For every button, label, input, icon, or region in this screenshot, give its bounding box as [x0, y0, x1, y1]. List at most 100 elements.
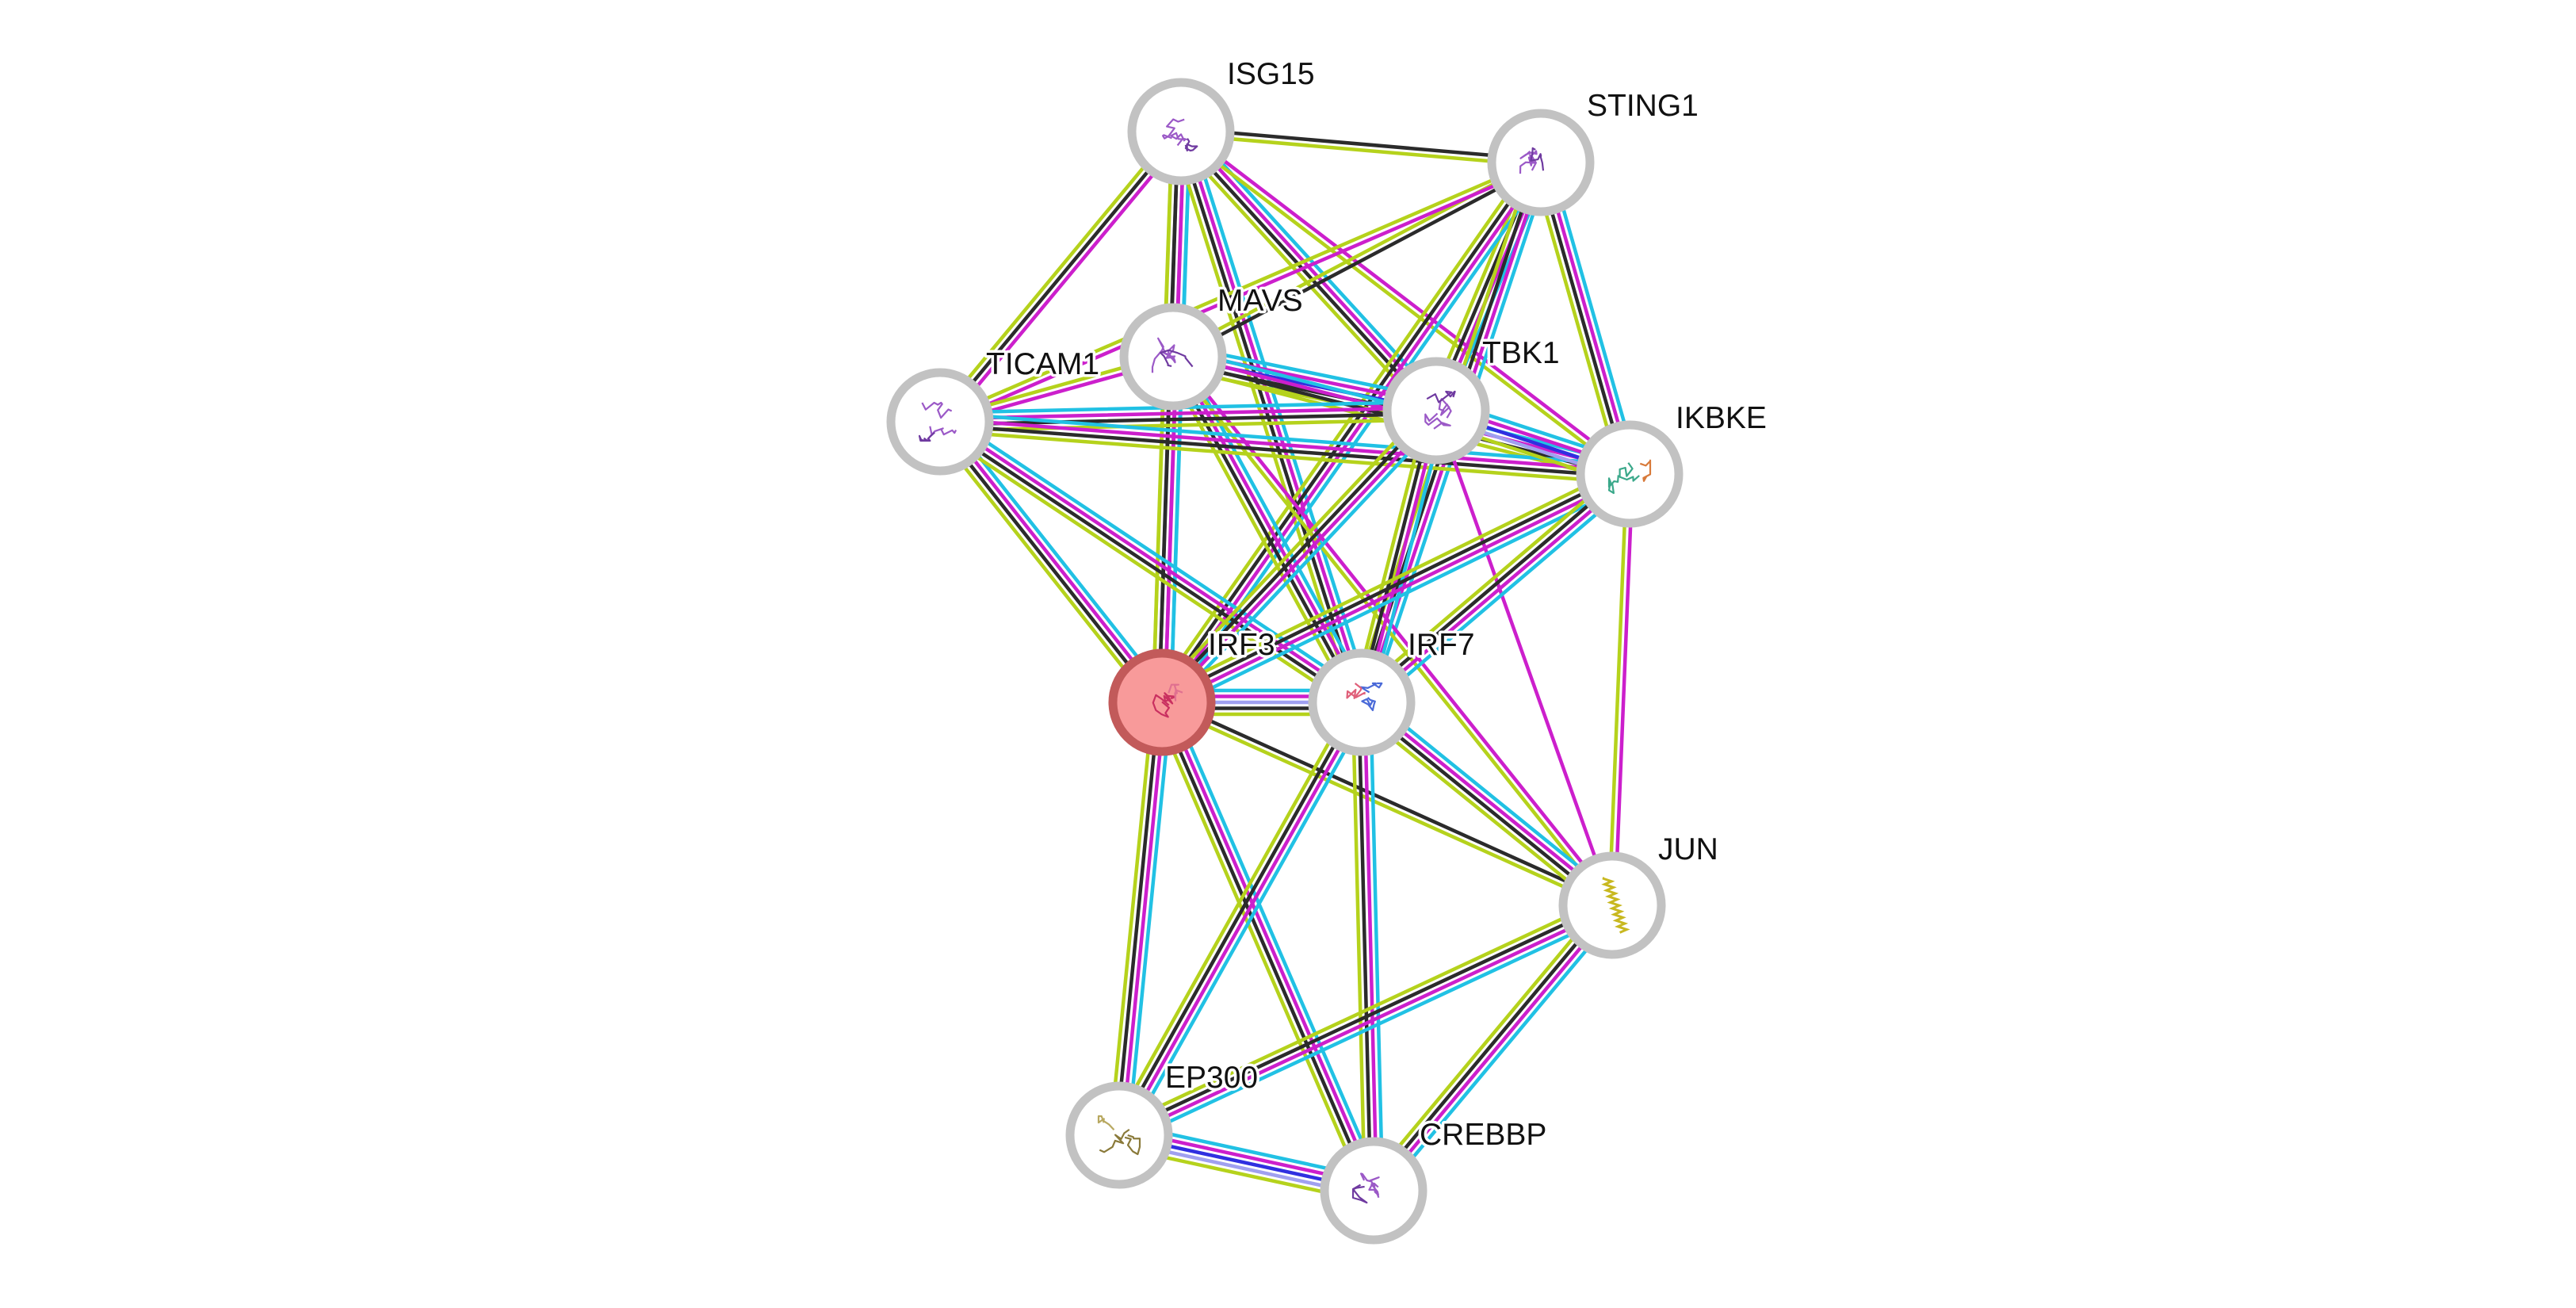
edge-coexpression-line [1157, 159, 1541, 703]
edge-textmining-line [1159, 703, 1613, 910]
edge-sting1-irf3[interactable] [1152, 155, 1550, 709]
edge-experiments-line [939, 417, 1366, 702]
edge-ikbke-jun[interactable] [1607, 472, 1634, 908]
protein-structure-purple-icon [1351, 1172, 1380, 1204]
edge-coexpression-line [1158, 407, 1436, 702]
node-circle [1320, 1137, 1428, 1245]
node-sting1[interactable] [1487, 109, 1595, 216]
edge-coexpression-line [1157, 702, 1373, 1194]
edge-textmining-line [1152, 155, 1536, 699]
node-ep300[interactable] [1065, 1081, 1173, 1189]
edge-sting1-ticam1[interactable] [937, 158, 1544, 426]
node-circle [1487, 109, 1595, 216]
edge-textmining-line [1179, 132, 1542, 167]
edge-experiments-line [938, 406, 1439, 421]
edge-experiments-line [1162, 162, 1546, 706]
edge-textmining-line [1177, 132, 1630, 479]
edge-irf7-jun[interactable] [1354, 694, 1620, 914]
edge-experiments-line [1181, 127, 1634, 474]
edge-isg15-ticam1[interactable] [933, 125, 1188, 428]
edge-coexpression-line [1168, 356, 1361, 706]
edge-experiments-line [1163, 699, 1378, 1191]
node-ikbke[interactable] [1576, 420, 1684, 528]
edge-sting1-ikbke[interactable] [1530, 158, 1641, 479]
edge-textmining-line [933, 125, 1179, 420]
protein-structure-purple-icon [1162, 118, 1198, 152]
node-label-ticam1: TICAM1 [986, 347, 1099, 381]
node-irf7[interactable] [1308, 648, 1416, 756]
edge-experiments-line [1120, 701, 1167, 1138]
node-ticam1[interactable] [886, 368, 994, 476]
node-label-jun: JUN [1658, 832, 1718, 866]
edge-coexpression-line [938, 129, 1183, 424]
edge-coexpression-line [1114, 698, 1361, 1136]
edge-experiments-line [1118, 906, 1615, 1140]
edge-tbk1-jun[interactable] [1434, 408, 1615, 908]
node-circle [1308, 648, 1416, 756]
edge-experiments-line [1161, 475, 1633, 707]
edge-database-line [1378, 908, 1621, 1199]
protein-structure-pink-icon [1152, 683, 1183, 718]
protein-structure-green-icon [1607, 459, 1652, 495]
edge-coexpression-line [1536, 161, 1629, 477]
node-circle [1558, 851, 1666, 959]
edge-textmining-line [1113, 895, 1611, 1130]
edge-ticam1-ikbke[interactable] [937, 411, 1633, 485]
edge-database-line [1365, 694, 1620, 901]
edge-textmining-line [1152, 704, 1367, 1196]
node-irf3[interactable] [1108, 648, 1216, 756]
edge-coexpression-line [1176, 132, 1436, 415]
edge-textmining-line [1351, 701, 1367, 1193]
edge-irf3-crebbp[interactable] [1152, 697, 1384, 1196]
edge-database-line [1126, 701, 1173, 1138]
protein-structure-yellow-icon [1601, 877, 1630, 934]
protein-structure-purple-icon [1519, 147, 1545, 174]
edge-textmining-line [1109, 696, 1356, 1133]
edge-jun-ep300[interactable] [1113, 895, 1619, 1145]
edge-irf7-crebbp[interactable] [1351, 700, 1385, 1193]
edge-experiments-line [1173, 353, 1617, 905]
edge-coexpression-line [935, 422, 1162, 706]
node-label-isg15: ISG15 [1227, 57, 1315, 91]
edge-textmining-line [931, 425, 1157, 710]
edge-irf7-ep300[interactable] [1109, 696, 1372, 1142]
edge-irf3-ep300[interactable] [1108, 699, 1173, 1138]
node-circle [1127, 78, 1235, 185]
node-label-ikbke: IKBKE [1676, 401, 1767, 435]
edge-layer [931, 124, 1641, 1204]
edge-experiments-line [1363, 700, 1378, 1193]
node-jun[interactable] [1558, 851, 1666, 959]
edge-database-line [1368, 700, 1385, 1192]
edge-ikbke-irf7[interactable] [1354, 465, 1638, 711]
edge-isg15-irf3[interactable] [1151, 129, 1192, 705]
node-crebbp[interactable] [1320, 1137, 1428, 1245]
node-label-tbk1: TBK1 [1482, 336, 1560, 370]
edge-coexpression-line [1358, 469, 1630, 702]
edge-coexpression-line [1179, 127, 1543, 162]
edge-textmining-line [1172, 136, 1431, 419]
edge-textmining-line [933, 427, 1359, 712]
edge-experiments-line [1162, 411, 1440, 706]
edge-textmining-line [938, 417, 1439, 433]
edge-tbk1-irf3[interactable] [1153, 403, 1445, 710]
edge-isg15-sting1[interactable] [1179, 127, 1543, 167]
protein-structure-blue-icon [1346, 682, 1383, 712]
edge-textmining-line [937, 158, 1542, 421]
edge-jun-crebbp[interactable] [1365, 897, 1621, 1199]
edge-ikbke-irf3[interactable] [1156, 464, 1636, 713]
edge-textmining-line [1354, 465, 1626, 698]
protein-structure-olive-icon [1097, 1115, 1141, 1156]
edge-irf3-jun[interactable] [1159, 698, 1615, 910]
edge-textmining-line [1156, 464, 1628, 697]
edge-coexpression-line [1161, 698, 1615, 905]
edge-isg15-ikbke[interactable] [1177, 127, 1634, 479]
node-circle [1065, 1081, 1173, 1189]
protein-structure-purple-icon [1424, 390, 1456, 430]
node-isg15[interactable] [1127, 78, 1235, 185]
node-tbk1[interactable] [1382, 357, 1490, 465]
edge-coexpression-line [1114, 700, 1161, 1137]
edge-coexpression-line [1116, 901, 1613, 1134]
node-mavs[interactable] [1119, 303, 1227, 411]
